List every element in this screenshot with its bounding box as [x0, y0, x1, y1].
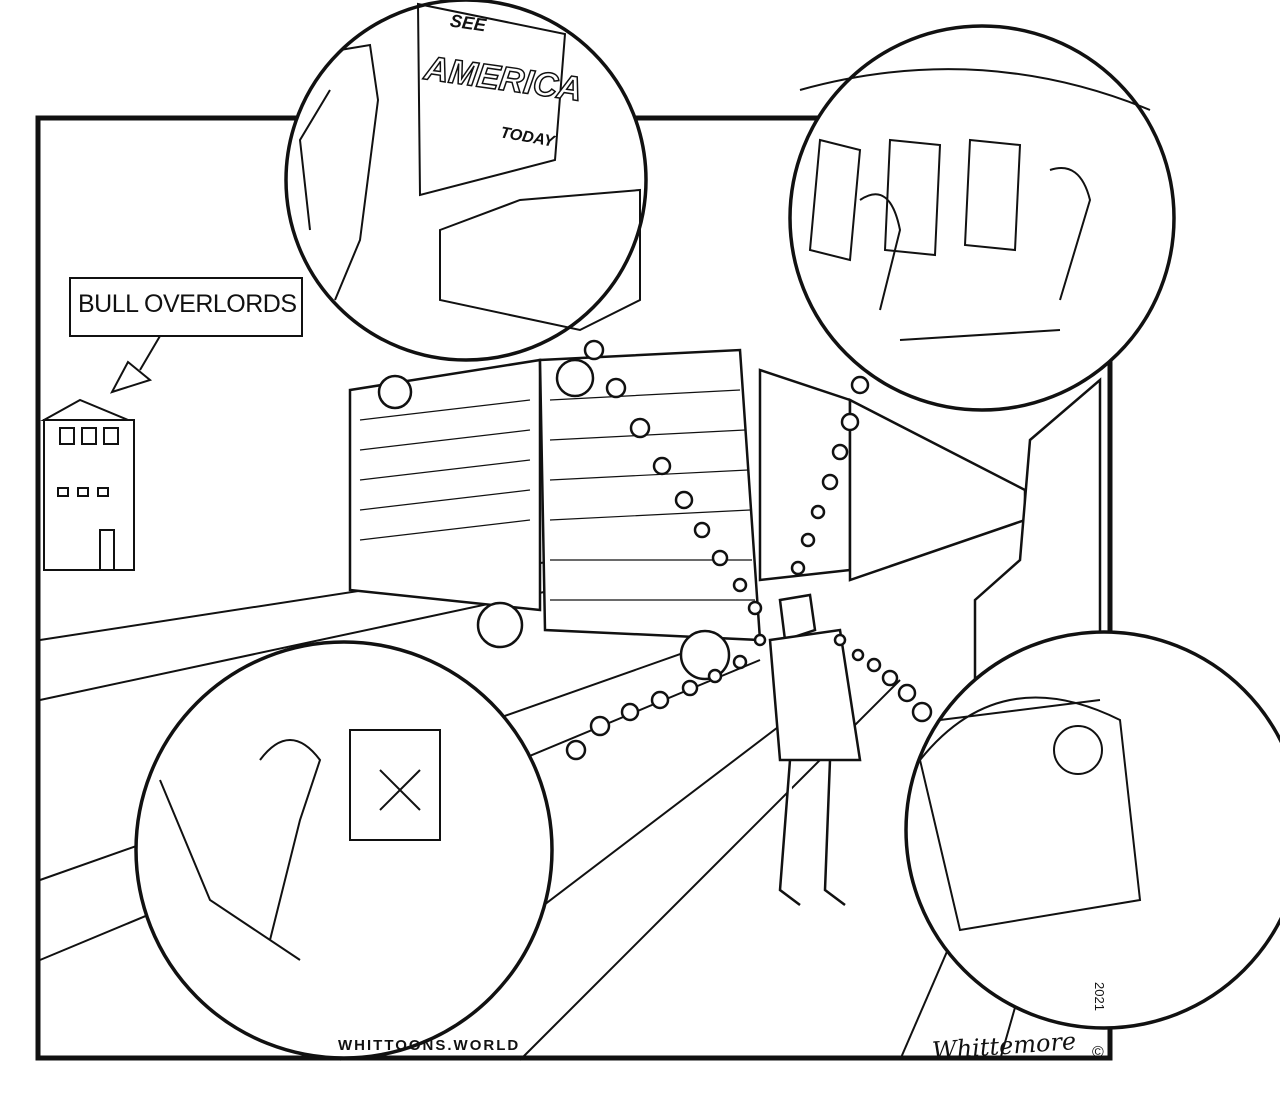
- boxcars: [348, 348, 1027, 681]
- thought-dots: [565, 339, 933, 761]
- signature-year: 2021: [1091, 982, 1107, 1011]
- sleeping-passenger: [159, 739, 322, 961]
- hiker: [768, 593, 862, 906]
- berth-sleeper: [918, 696, 1142, 932]
- diners: [859, 167, 1092, 341]
- billboard: [416, 2, 567, 197]
- bull-overlords-sign: BULL OVERLORDS: [78, 290, 297, 318]
- billboard-see: SEE: [448, 10, 488, 36]
- train-windows: [799, 68, 1151, 262]
- bubble-sleeper-seat: [134, 640, 554, 1060]
- copyright-mark: ©: [1092, 1044, 1104, 1061]
- sign-box: [69, 277, 303, 337]
- globe-lamp: [1053, 725, 1103, 775]
- website-credit: WHITTOONS.WORLD: [338, 1037, 521, 1054]
- car: [439, 188, 641, 332]
- hitchhiker: [298, 43, 380, 301]
- boxcar-planks: [359, 389, 755, 601]
- window-crossing-sign: [349, 729, 441, 841]
- tower: [40, 398, 135, 571]
- bubble-dining-car: [788, 24, 1176, 412]
- sign-arrow: [109, 335, 161, 394]
- bubble-sleeper-berth: [904, 630, 1280, 1030]
- thought-bubbles: [134, 0, 1280, 1060]
